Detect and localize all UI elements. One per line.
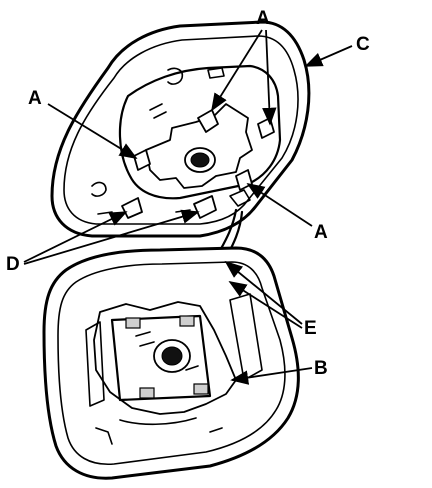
leader-d-1 (23, 211, 128, 263)
leader-b (230, 367, 313, 385)
leader-a-left (47, 103, 138, 159)
callout-b: B (314, 358, 328, 379)
leader-e-1 (224, 260, 303, 325)
callout-a-left: A (28, 88, 42, 109)
leader-a-top-2 (262, 29, 277, 126)
mirror-holder (50, 20, 311, 238)
leader-a-right (246, 183, 313, 227)
callout-a-right: A (314, 222, 328, 243)
leader-e-2 (228, 281, 303, 329)
callout-e: E (304, 318, 317, 339)
callout-c: C (356, 34, 370, 55)
leader-c (304, 45, 353, 67)
mirror-housing (42, 246, 300, 480)
callout-a-top: A (256, 8, 270, 29)
callout-d: D (6, 254, 20, 275)
leader-d-2 (23, 209, 200, 265)
leader-a-top-1 (211, 29, 263, 112)
